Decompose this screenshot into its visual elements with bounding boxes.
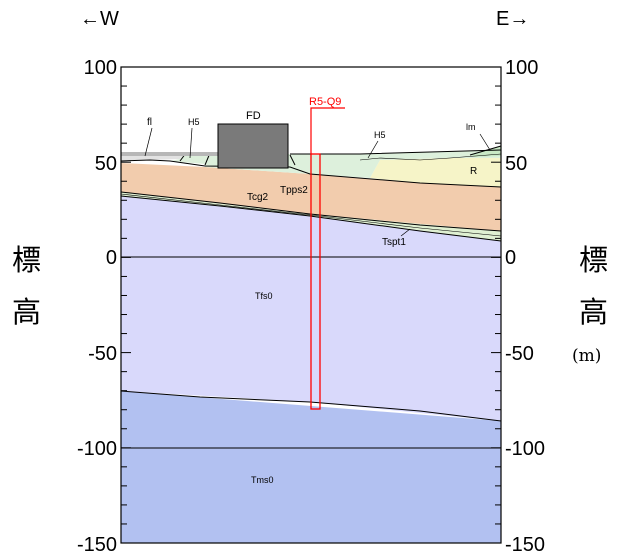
left-tick-label-0: 0	[106, 247, 117, 269]
left-tick-label-minus100: -100	[77, 438, 117, 460]
leader-h5-west	[189, 127, 193, 159]
right-tick-label-0: 0	[505, 247, 516, 269]
structure-label-fd: FD	[246, 110, 261, 122]
boundary-lm	[469, 145, 502, 156]
layer-label-tfs0: Tfs0	[255, 291, 273, 301]
axis-unit-label: (m)	[572, 346, 602, 366]
layer-label-lm: lm	[466, 122, 476, 132]
borehole-label: R5-Q9	[309, 96, 341, 108]
boundary-foundation-edge	[289, 154, 296, 166]
left-tick-label-100: 100	[84, 57, 117, 79]
leader-h5-east	[367, 140, 379, 159]
layer-label-tcg2: Tcg2	[247, 192, 269, 203]
boundary-top-tspt1	[120, 191, 502, 232]
layer-label-tspt1: Tspt1	[382, 237, 406, 248]
right-axis-title-char-2: 高	[579, 295, 609, 329]
right-tick-label-50: 50	[505, 153, 527, 175]
leader-lm	[479, 133, 491, 151]
plot-frame	[120, 66, 502, 544]
tick-labels: 100 50 0 -50 -100 -150 100 50 0 -50 -100…	[77, 57, 545, 556]
boundary-r-top	[359, 153, 502, 161]
layer-label-tpps2: Tpps2	[280, 185, 308, 196]
right-tick-label-minus50: -50	[505, 343, 534, 365]
ground-surface-strip	[121, 152, 221, 156]
right-tick-label-minus150: -150	[505, 534, 545, 556]
left-tick-label-minus50: -50	[88, 343, 117, 365]
left-axis-title-char-1: 標	[12, 243, 42, 277]
layer-tms0-area	[121, 391, 501, 543]
layer-label-r: R	[470, 166, 477, 177]
right-axis-title-char-1: 標	[579, 243, 609, 277]
borehole-leader	[310, 107, 345, 154]
boundary-top-tfs0	[120, 195, 502, 242]
axis-ticks	[121, 66, 501, 544]
left-tick-label-50: 50	[95, 153, 117, 175]
left-axis-title-char-2: 高	[12, 295, 42, 329]
layer-label-fl: fl	[147, 117, 152, 128]
layer-label-h5-west: H5	[188, 117, 200, 127]
east-direction-label: E→	[496, 8, 530, 30]
borehole-column	[310, 153, 321, 410]
boundary-inner-tspt1	[120, 193, 502, 237]
boundary-top-tms0	[120, 390, 502, 422]
layer-label-tms0: Tms0	[251, 475, 274, 485]
west-direction-label: ←W	[80, 8, 119, 30]
leader-fl	[144, 127, 153, 157]
layer-labels: fl H5 H5 lm R Tpps2 Tcg2 Tspt1 Tfs0 Tms0…	[147, 110, 477, 485]
structure-fd	[217, 123, 289, 169]
boundary-ground-surface	[290, 149, 502, 155]
right-tick-label-100: 100	[505, 57, 538, 79]
label-leader-lines	[144, 127, 491, 237]
leader-tspt1	[400, 228, 411, 237]
layer-label-h5-east: H5	[374, 130, 386, 140]
left-tick-label-minus150: -150	[77, 534, 117, 556]
right-tick-label-minus100: -100	[505, 438, 545, 460]
layer-tspt1-area	[121, 192, 501, 241]
